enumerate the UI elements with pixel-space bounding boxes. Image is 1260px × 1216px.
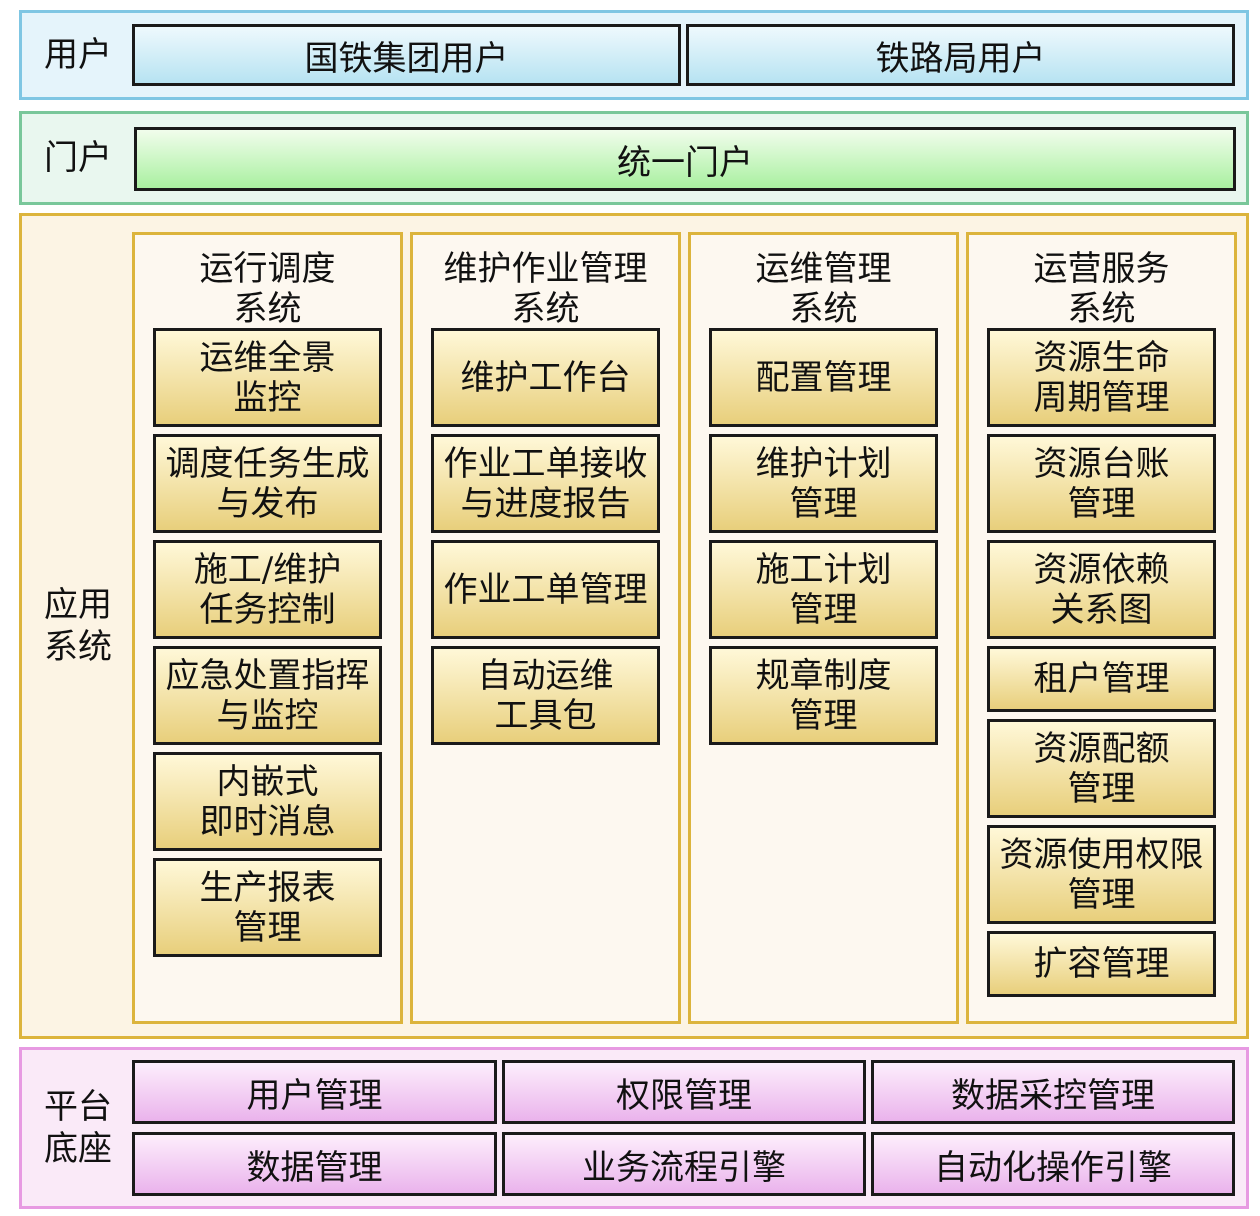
module: 生产报表 管理 [153, 858, 382, 957]
system-dispatch: 运行调度 系统 运维全景 监控 调度任务生成 与发布 施工/维护 任务控制 应急… [132, 232, 403, 1024]
portal-layer: 门户 统一门户 [19, 111, 1249, 205]
user-layer: 用户 国铁集团用户 铁路局用户 [19, 10, 1249, 100]
module: 资源配额 管理 [987, 719, 1216, 818]
module: 资源台账 管理 [987, 434, 1216, 533]
module: 资源依赖 关系图 [987, 540, 1216, 639]
platform-module: 数据采控管理 [871, 1060, 1235, 1124]
application-layer-label: 应用 系统 [44, 585, 112, 667]
module: 自动运维 工具包 [431, 646, 660, 745]
module: 施工/维护 任务控制 [153, 540, 382, 639]
module: 资源生命 周期管理 [987, 328, 1216, 427]
module: 资源使用权限 管理 [987, 825, 1216, 924]
platform-layer: 平台 底座 用户管理 权限管理 数据采控管理 数据管理 业务流程引擎 自动化操作… [19, 1047, 1249, 1209]
platform-module: 用户管理 [132, 1060, 497, 1124]
module: 维护计划 管理 [709, 434, 938, 533]
module: 租户管理 [987, 646, 1216, 712]
module: 运维全景 监控 [153, 328, 382, 427]
platform-module: 数据管理 [132, 1132, 497, 1196]
platform-module: 业务流程引擎 [502, 1132, 866, 1196]
module: 调度任务生成 与发布 [153, 434, 382, 533]
system-operation-service: 运营服务 系统 资源生命 周期管理 资源台账 管理 资源依赖 关系图 租户管理 … [966, 232, 1237, 1024]
platform-module: 权限管理 [502, 1060, 866, 1124]
module: 作业工单管理 [431, 540, 660, 639]
user-group-bureau: 铁路局用户 [686, 24, 1235, 86]
system-title: 维护作业管理 系统 [443, 249, 648, 329]
portal-layer-label: 门户 [44, 138, 112, 178]
system-om-management: 运维管理 系统 配置管理 维护计划 管理 施工计划 管理 规章制度 管理 [688, 232, 959, 1024]
application-layer: 应用 系统 运行调度 系统 运维全景 监控 调度任务生成 与发布 施工/维护 任… [19, 213, 1249, 1039]
system-maintenance-ops: 维护作业管理 系统 维护工作台 作业工单接收 与进度报告 作业工单管理 自动运维… [410, 232, 681, 1024]
system-title: 运营服务 系统 [1033, 249, 1170, 329]
user-layer-label: 用户 [44, 35, 112, 75]
platform-module: 自动化操作引擎 [871, 1132, 1235, 1196]
module: 作业工单接收 与进度报告 [431, 434, 660, 533]
module: 应急处置指挥 与监控 [153, 646, 382, 745]
module: 配置管理 [709, 328, 938, 427]
user-group-national: 国铁集团用户 [132, 24, 681, 86]
module: 规章制度 管理 [709, 646, 938, 745]
unified-portal: 统一门户 [134, 127, 1236, 191]
module: 扩容管理 [987, 931, 1216, 997]
platform-layer-label: 平台 底座 [44, 1087, 112, 1169]
system-title: 运行调度 系统 [199, 249, 336, 329]
module: 内嵌式 即时消息 [153, 752, 382, 851]
module: 施工计划 管理 [709, 540, 938, 639]
module: 维护工作台 [431, 328, 660, 427]
system-title: 运维管理 系统 [755, 249, 892, 329]
